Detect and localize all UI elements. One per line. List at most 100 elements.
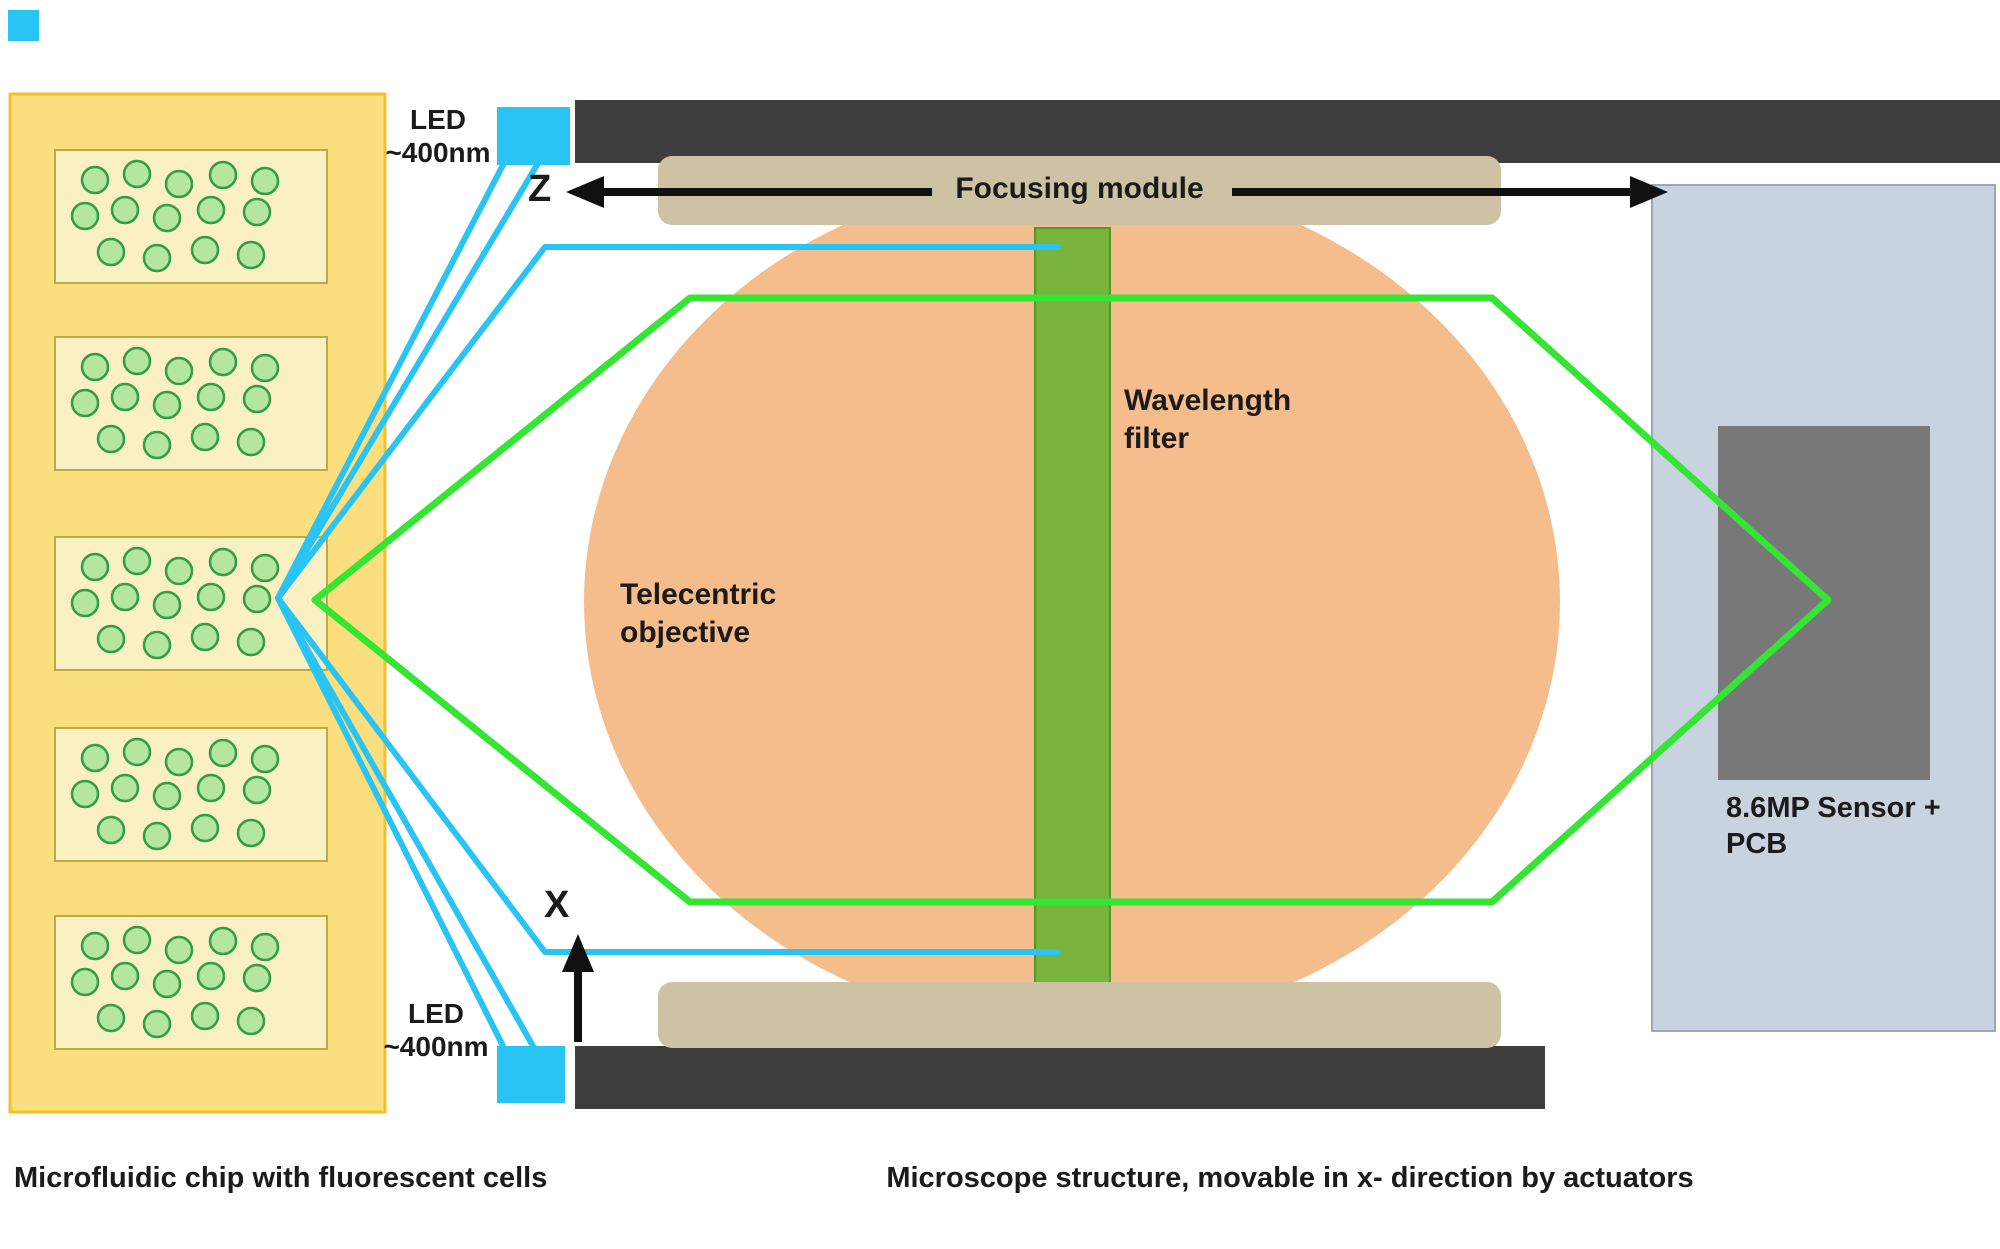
fluorescent-cell — [142, 430, 172, 460]
led-bottom-beam-1 — [275, 595, 506, 1049]
sensor-label: 8.6MP Sensor + PCB — [1726, 792, 1941, 861]
fluorescent-cell — [242, 963, 272, 993]
fluorescent-cell — [190, 813, 220, 843]
fluorescent-cells — [70, 737, 280, 851]
fluorescent-cell — [142, 1009, 172, 1039]
fluorescent-cell — [70, 779, 100, 809]
fluorescent-cell — [152, 781, 182, 811]
emission-ray-bottom — [311, 596, 1832, 906]
fluorescent-cell — [122, 737, 152, 767]
fluorescent-cells — [70, 925, 280, 1039]
led-top — [497, 107, 570, 165]
chip-well-5 — [54, 915, 328, 1050]
x-axis-label: X — [544, 884, 570, 926]
fluorescent-cell — [250, 553, 280, 583]
led-top-beam-1 — [275, 162, 506, 601]
wavelength-filter-label: Wavelength filter — [1124, 384, 1292, 455]
fluorescent-cell — [242, 384, 272, 414]
fluorescent-cell — [70, 588, 100, 618]
fluorescent-cell — [190, 1001, 220, 1031]
fluorescent-cell — [96, 815, 126, 845]
excitation-ray-bottom — [275, 595, 1061, 955]
fluorescent-cell — [122, 159, 152, 189]
led-top-beam-2 — [275, 162, 540, 601]
fluorescent-cell — [196, 773, 226, 803]
bottom-mount-bar — [658, 982, 1501, 1048]
fluorescent-cell — [164, 935, 194, 965]
fluorescent-cell — [250, 166, 280, 196]
fluorescent-cell — [250, 353, 280, 383]
fluorescent-cell — [142, 630, 172, 660]
fluorescent-cell — [208, 160, 238, 190]
fluorescent-cell — [142, 243, 172, 273]
fluorescent-cell — [96, 424, 126, 454]
fluorescent-cell — [70, 967, 100, 997]
fluorescent-cell — [80, 165, 110, 195]
z-axis-label: Z — [528, 168, 552, 210]
fluorescent-cell — [152, 590, 182, 620]
fluorescent-cells — [70, 546, 280, 660]
fluorescent-cell — [236, 818, 266, 848]
fluorescent-cell — [208, 926, 238, 956]
chip-well-1 — [54, 149, 328, 284]
fluorescent-cell — [236, 427, 266, 457]
x-axis-arrowhead — [562, 934, 594, 972]
fluorescent-cell — [164, 356, 194, 386]
led-bottom — [497, 1046, 565, 1103]
fluorescent-cell — [190, 622, 220, 652]
chip-caption: Microfluidic chip with fluorescent cells — [14, 1162, 548, 1194]
wavelength-filter-bar — [1034, 227, 1111, 986]
fluorescent-cell — [70, 201, 100, 231]
fluorescent-cell — [110, 195, 140, 225]
fluorescent-cell — [152, 969, 182, 999]
fluorescent-cell — [80, 743, 110, 773]
fluorescent-cell — [80, 931, 110, 961]
fluorescent-cell — [236, 240, 266, 270]
led-top-label: LED ~400nm — [385, 104, 491, 168]
fluorescent-cell — [96, 624, 126, 654]
fluorescent-cell — [250, 744, 280, 774]
chip-well-2 — [54, 336, 328, 471]
focusing-module-bar — [658, 156, 1501, 225]
fluorescent-cell — [242, 197, 272, 227]
chip-well-4 — [54, 727, 328, 862]
fluorescent-cell — [110, 773, 140, 803]
chip-well-3 — [54, 536, 328, 671]
structure-caption: Microscope structure, movable in x- dire… — [886, 1162, 1694, 1194]
fluorescent-cell — [236, 627, 266, 657]
focusing-module-label: Focusing module — [955, 172, 1204, 205]
fluorescent-cells — [70, 159, 280, 273]
fluorescent-cell — [196, 582, 226, 612]
fluorescent-cell — [196, 382, 226, 412]
z-axis-arrowhead-left — [566, 176, 604, 208]
fluorescent-cell — [250, 932, 280, 962]
fluorescent-cell — [110, 582, 140, 612]
fluorescent-cell — [208, 738, 238, 768]
fluorescent-cells — [70, 346, 280, 460]
fluorescent-cell — [164, 747, 194, 777]
fluorescent-cell — [152, 390, 182, 420]
fluorescent-cell — [164, 169, 194, 199]
fluorescent-cell — [196, 961, 226, 991]
telecentric-objective-label: Telecentric objective — [620, 578, 777, 649]
fluorescent-cell — [96, 237, 126, 267]
fluorescent-cell — [142, 821, 172, 851]
fluorescent-cell — [122, 546, 152, 576]
fluorescent-cell — [164, 556, 194, 586]
fluorescent-cell — [190, 235, 220, 265]
fluorescent-cell — [122, 346, 152, 376]
corner-marker — [8, 10, 39, 41]
top-structure-bar — [575, 100, 2000, 163]
fluorescent-cell — [190, 422, 220, 452]
led-bottom-beam-2 — [275, 595, 536, 1049]
fluorescent-cell — [196, 195, 226, 225]
excitation-ray-top — [275, 244, 1061, 601]
led-bottom-label: LED ~400nm — [383, 998, 489, 1062]
fluorescent-cell — [70, 388, 100, 418]
fluorescent-cell — [80, 552, 110, 582]
fluorescent-cell — [96, 1003, 126, 1033]
fluorescent-cell — [110, 961, 140, 991]
fluorescent-cell — [242, 775, 272, 805]
